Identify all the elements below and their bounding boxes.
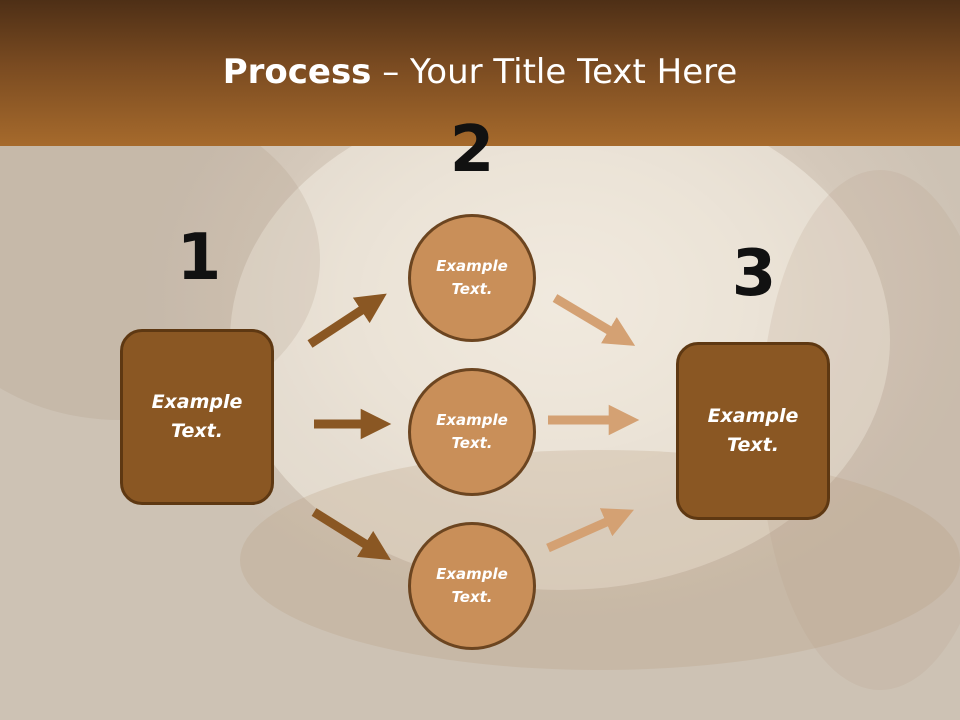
step-1-label: Example Text. — [151, 391, 243, 442]
step-number-1: 1 — [176, 221, 222, 295]
step-2-circle-middle: Example Text. — [408, 368, 536, 496]
slide-title: Process – Your Title Text Here — [0, 52, 960, 92]
circle-middle-label: Example Text. — [436, 411, 508, 452]
step-number-2: 2 — [449, 113, 495, 187]
step-2-circle-bottom: Example Text. — [408, 522, 536, 650]
title-rest: – Your Title Text Here — [371, 52, 738, 92]
step-3-label: Example Text. — [707, 405, 799, 456]
title-bold: Process — [222, 52, 372, 92]
arrow-bottom-to-right — [546, 508, 634, 553]
step-1-box: Example Text. — [120, 329, 274, 505]
circle-bottom-label: Example Text. — [436, 565, 508, 606]
step-3-box: Example Text. — [676, 342, 830, 520]
header-bar — [0, 0, 960, 146]
step-2-circle-top: Example Text. — [408, 214, 536, 342]
circle-top-label: Example Text. — [436, 257, 508, 298]
arrow-left-to-top — [307, 293, 387, 348]
arrow-top-to-right — [552, 294, 636, 346]
arrow-left-to-bottom — [311, 508, 391, 561]
step-number-3: 3 — [731, 237, 777, 311]
